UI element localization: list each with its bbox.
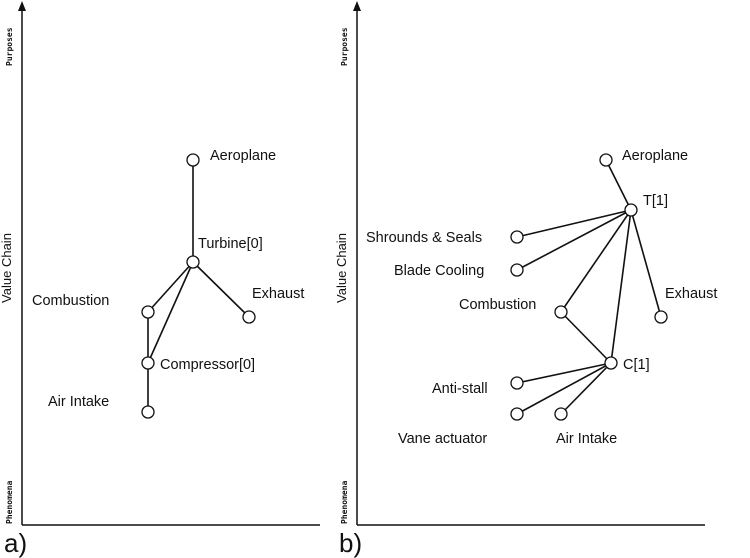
node-label-vane-actuator: Vane actuator	[398, 431, 487, 447]
nodes-a	[141, 153, 256, 419]
node-anti-stall	[510, 376, 524, 390]
axes-a: Purposes Value Chain Phenomena	[0, 1, 320, 526]
edge-turbine-compressor	[147, 261, 194, 364]
diagram-b: Purposes Value Chain Phenomena Aeroplane…	[334, 1, 717, 558]
node-exhaust	[242, 310, 256, 324]
node-label-compressor: Compressor[0]	[160, 357, 255, 373]
axis-top-label-b: Purposes	[340, 27, 349, 66]
labels-b: Aeroplane T[1] Shrounds & Seals Blade Co…	[366, 148, 717, 447]
edge-t1-combustion	[560, 209, 632, 313]
edges-b	[516, 159, 662, 415]
node-label-air-intake: Air Intake	[556, 431, 617, 447]
edge-turbine-exhaust	[192, 261, 250, 318]
node-label-air-intake: Air Intake	[48, 394, 109, 410]
node-label-combustion: Combustion	[32, 293, 109, 309]
edge-t1-shrouds-seals	[516, 209, 632, 238]
edge-turbine-combustion	[147, 261, 194, 313]
node-aeroplane	[186, 153, 200, 167]
axis-middle-label-b: Value Chain	[334, 233, 349, 303]
node-label-aeroplane: Aeroplane	[210, 148, 276, 164]
panel-label-b: b)	[339, 528, 362, 558]
labels-a: Aeroplane Turbine[0] Combustion Exhaust …	[32, 148, 304, 410]
edge-c1-vane-actuator	[516, 362, 612, 415]
nodes-b	[510, 153, 668, 421]
node-label-combustion: Combustion	[459, 297, 536, 313]
node-label-exhaust: Exhaust	[252, 286, 304, 302]
node-air-intake	[554, 407, 568, 421]
edge-t1-blade-cooling	[516, 209, 632, 271]
node-label-anti-stall: Anti-stall	[432, 381, 488, 397]
node-compressor	[141, 356, 155, 370]
node-t1	[624, 203, 638, 217]
node-c1	[604, 356, 618, 370]
node-label-blade-cooling: Blade Cooling	[394, 263, 484, 279]
node-turbine	[186, 255, 200, 269]
axis-bottom-label-a: Phenomena	[5, 480, 14, 524]
node-combustion	[554, 305, 568, 319]
node-label-shrouds-seals: Shrounds & Seals	[366, 230, 482, 246]
axes-b: Purposes Value Chain Phenomena	[334, 1, 705, 526]
edge-c1-anti-stall	[516, 362, 612, 384]
node-label-aeroplane: Aeroplane	[622, 148, 688, 164]
node-blade-cooling	[510, 263, 524, 277]
edges-a	[147, 160, 250, 412]
node-air-intake	[141, 405, 155, 419]
diagram-a: Purposes Value Chain Phenomena Aeroplane…	[0, 1, 320, 558]
node-label-c1: C[1]	[623, 357, 650, 373]
edge-c1-air-intake	[560, 362, 612, 415]
node-combustion	[141, 305, 155, 319]
edge-t1-exhaust	[630, 209, 662, 318]
axis-middle-label-a: Value Chain	[0, 233, 14, 303]
node-shrouds-seals	[510, 230, 524, 244]
node-label-t1: T[1]	[643, 193, 668, 209]
edge-t1-c1	[610, 209, 632, 364]
node-vane-actuator	[510, 407, 524, 421]
node-label-exhaust: Exhaust	[665, 286, 717, 302]
node-exhaust	[654, 310, 668, 324]
edge-aeroplane-t1	[605, 159, 632, 211]
node-aeroplane	[599, 153, 613, 167]
axis-top-label-a: Purposes	[5, 27, 14, 66]
axis-bottom-label-b: Phenomena	[340, 480, 349, 524]
node-label-turbine: Turbine[0]	[198, 236, 263, 252]
panel-label-a: a)	[4, 528, 27, 558]
edge-combustion-c1	[560, 311, 612, 364]
